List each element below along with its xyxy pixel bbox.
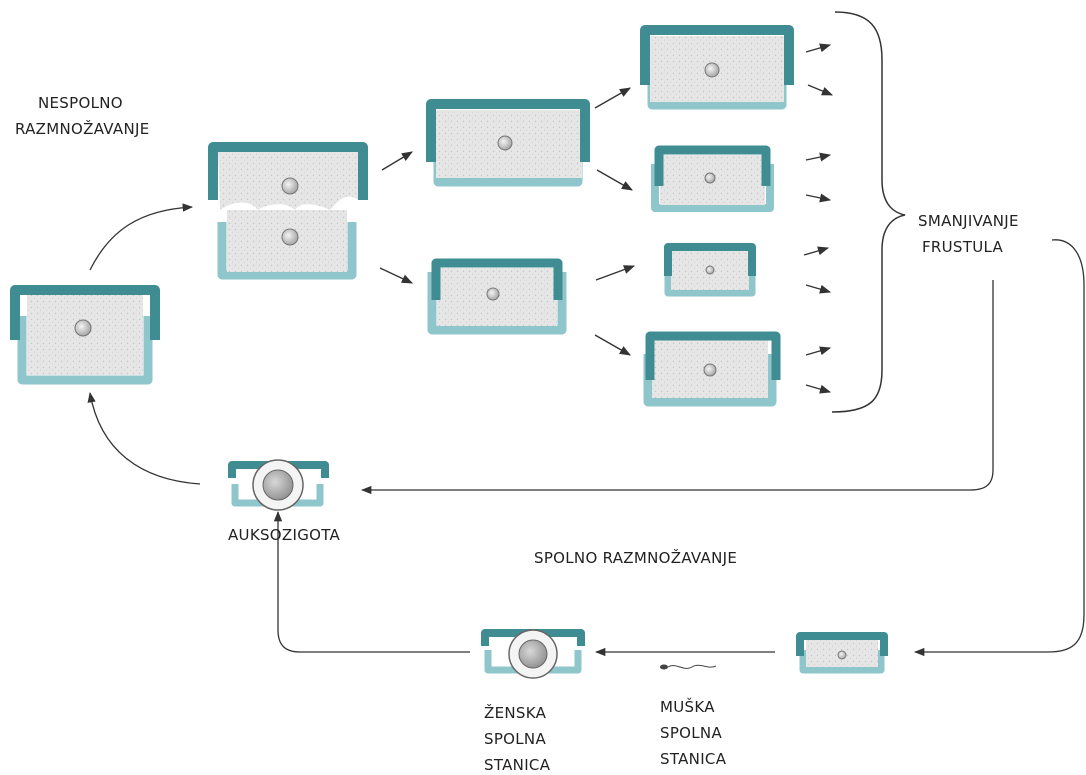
female-gamete-cell: [481, 629, 585, 679]
cell-gen3-3: [664, 243, 756, 297]
auxospore-cell: [228, 459, 329, 511]
arrow-auxospore-to-large-cell: [87, 391, 201, 485]
label-female-line2: SPOLNA: [484, 730, 546, 748]
cell-gen2-bottom: [427, 258, 567, 335]
label-male-line2: SPOLNA: [660, 724, 722, 742]
male-gamete-sperm: [660, 664, 717, 670]
cell-gen3-4: [643, 331, 781, 407]
arrow-div-f: [594, 334, 631, 356]
arrow-female-gamete-to-auxospore: [273, 510, 470, 653]
label-asexual-line1: NESPOLNO: [38, 94, 123, 112]
arrow-div-c: [594, 87, 631, 109]
arrow-to-first-division: [89, 203, 194, 271]
arrow-div-d: [596, 169, 633, 191]
outgoing-arrows: [803, 43, 834, 394]
cell-gen3-1: [640, 25, 794, 110]
cell-large-initial: [10, 285, 160, 385]
arrow-reduction-to-auxospore: [360, 280, 994, 495]
arrow-div-b: [379, 267, 414, 284]
label-female-line3: STANICA: [484, 756, 551, 774]
small-cell-sexual: [796, 632, 888, 674]
label-male-line3: STANICA: [660, 750, 727, 768]
label-reduction-line2: FRUSTULA: [922, 238, 1003, 256]
arrow-div-e: [595, 265, 636, 281]
label-sexual: SPOLNO RAZMNOŽAVANJE: [534, 548, 737, 567]
cell-gen2-top: [426, 99, 590, 187]
label-male-line1: MUŠKA: [660, 697, 715, 716]
arrow-reduction-to-sexual: [913, 239, 1085, 657]
right-brace: [831, 11, 906, 413]
cell-gen3-2: [651, 145, 774, 212]
label-female-line1: ŽENSKA: [484, 703, 547, 722]
label-asexual-line2: RAZMNOŽAVANJE: [15, 119, 149, 138]
label-auxospore: AUKSOZIGOTA: [228, 526, 341, 544]
label-reduction-line1: SMANJIVANJE: [918, 212, 1019, 230]
arrow-div-a: [381, 151, 413, 171]
cell-dividing: [208, 142, 368, 280]
